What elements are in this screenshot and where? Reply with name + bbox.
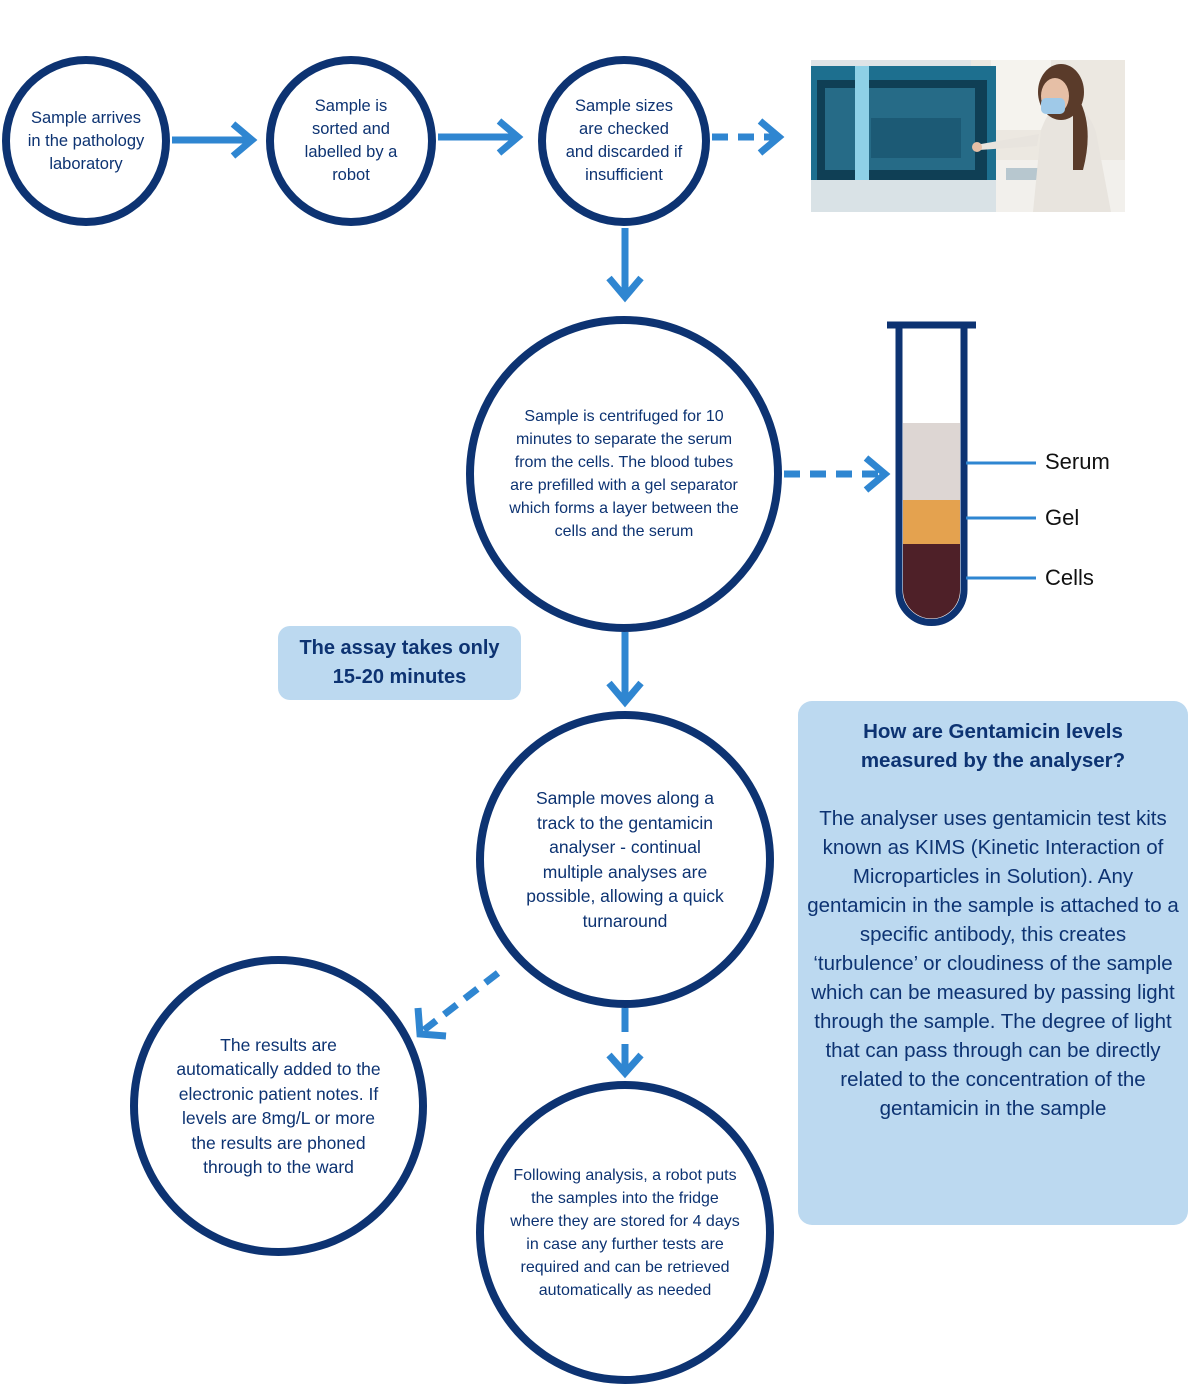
info-panel: How are Gentamicin levels measured by th… [798,701,1188,1225]
arrow-track-to-fridge-dashed [606,1008,644,1079]
step-fridge-text: Following analysis, a robot puts the sam… [510,1166,740,1299]
gel-label: Gel [1045,505,1080,530]
arrow-centrifuged-to-tube-dashed [784,455,891,493]
step-arrive-text: Sample arrives in the pathology laborato… [27,108,145,173]
cells-label: Cells [1045,565,1094,590]
arrow-arrive-to-sorted [172,121,258,159]
step-sizes-circle: Sample sizes are checked and discarded i… [538,56,710,226]
assay-time-text: The assay takes only 15-20 minutes [299,637,500,688]
step-track-circle: Sample moves along a track to the gentam… [476,711,774,1008]
step-fridge-circle: Following analysis, a robot puts the sam… [476,1081,774,1384]
step-results-circle: The results are automatically added to t… [130,956,427,1256]
info-title: How are Gentamicin levels measured by th… [860,720,1126,772]
step-sorted-text: Sample is sorted and labelled by a robot [304,97,398,184]
step-sorted-circle: Sample is sorted and labelled by a robot [266,56,436,226]
serum-label: Serum [1045,449,1110,474]
info-body: The analyser uses gentamicin test kits k… [807,807,1179,1120]
assay-time-callout: The assay takes only 15-20 minutes [278,626,521,700]
arrow-sorted-to-sizes [438,118,524,156]
arrow-sizes-to-photo-dashed [712,118,785,156]
test-tube-diagram [887,321,1036,626]
step-centrifuged-text: Sample is centrifuged for 10 minutes to … [509,408,739,540]
tube-outline [895,326,968,626]
step-track-text: Sample moves along a track to the gentam… [526,788,724,931]
step-centrifuged-circle: Sample is centrifuged for 10 minutes to … [466,316,782,632]
step-arrive-circle: Sample arrives in the pathology laborato… [2,56,170,226]
tube-gel-layer [903,500,960,544]
arrow-sizes-to-centrifuged [606,228,644,303]
step-results-text: The results are automatically added to t… [176,1034,381,1178]
arrow-track-to-results-dashed [414,970,501,1040]
step-sizes-text: Sample sizes are checked and discarded i… [565,97,683,184]
tube-cells-layer [903,544,960,619]
tube-serum-layer [903,423,960,500]
lab-analyser-photo [811,60,1125,212]
arrow-centrifuged-to-track [606,632,644,708]
